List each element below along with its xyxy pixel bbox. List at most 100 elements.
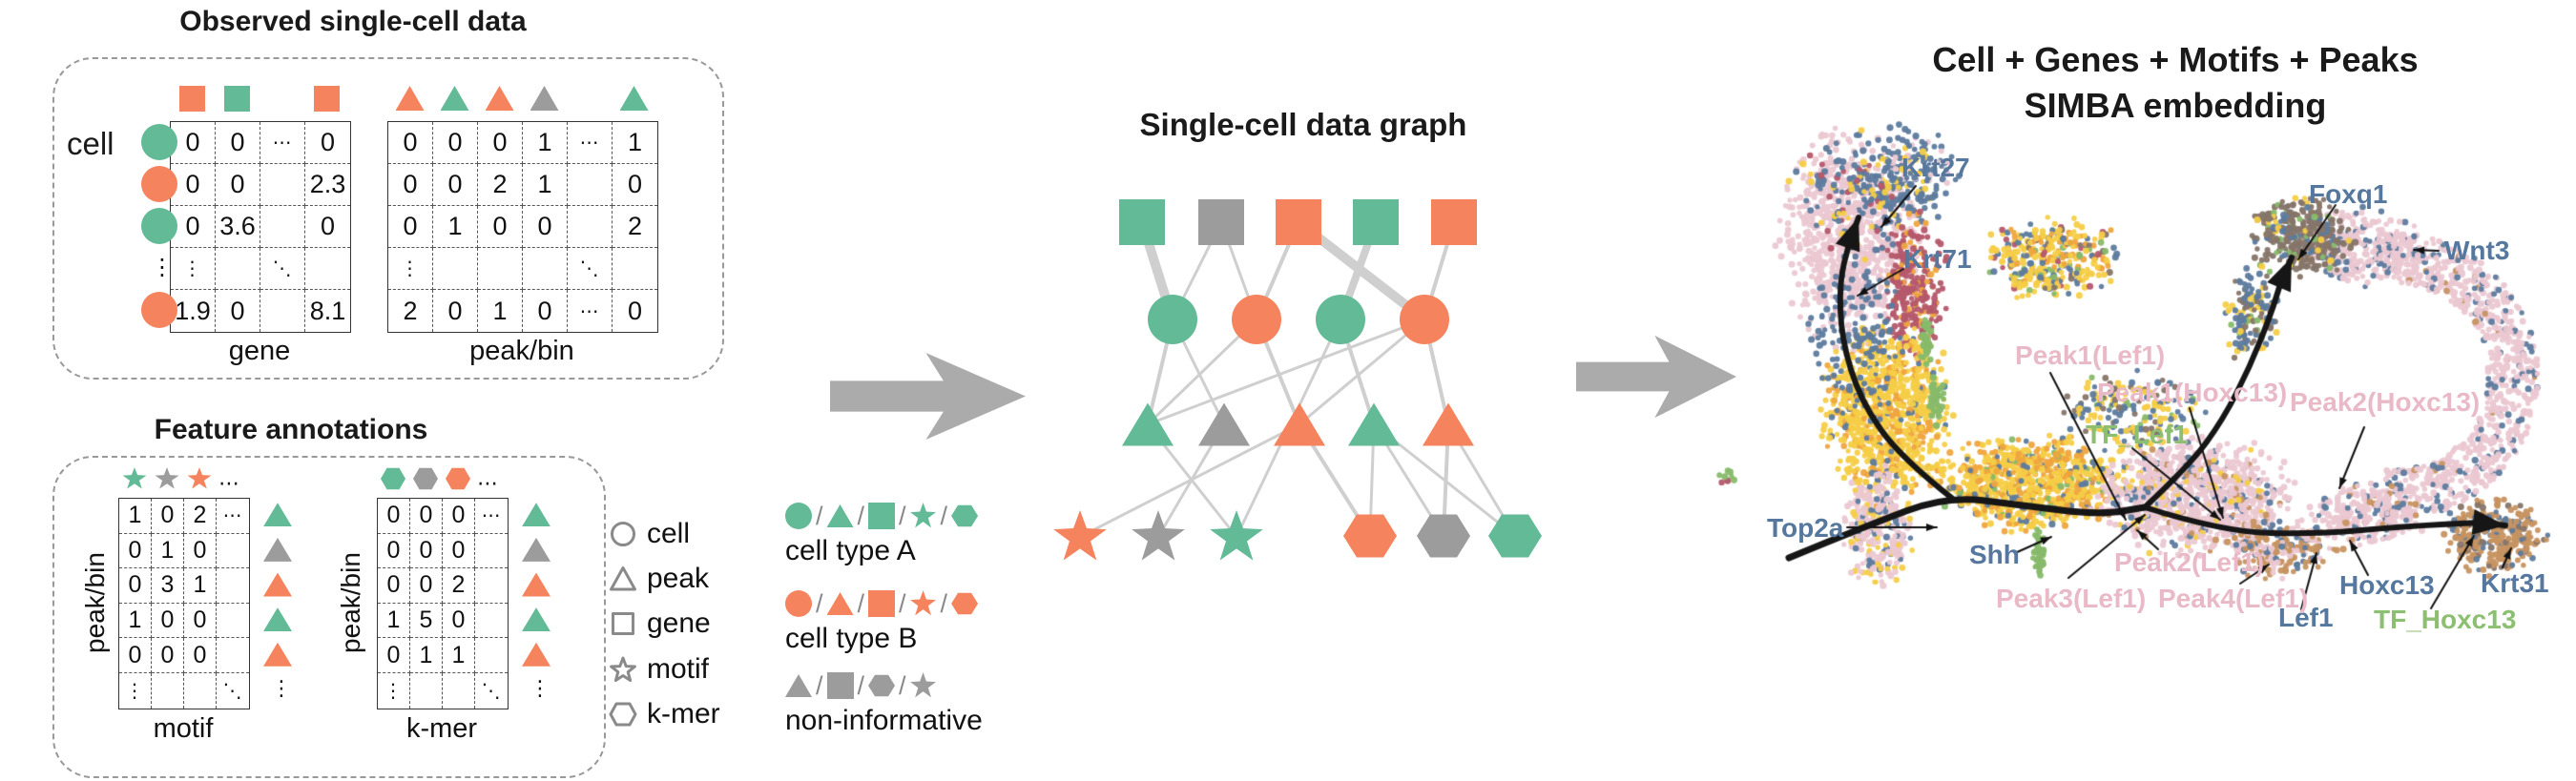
matrix-cell [523,248,568,290]
matrix-cell: 0 [152,638,184,673]
green-hexagon-icon [951,504,979,527]
shape-legend-item: k-mer [609,698,720,730]
cell-axis-label: cell [67,126,114,161]
embedding-label-shh: Shh [1969,540,2020,569]
graph-node-green-circle [1148,295,1197,344]
hdots-icon: ⋯ [477,471,498,495]
embedding-label-tf_lef1: TF_Lef1 [2086,420,2189,449]
matrix-cell: 1 [119,499,152,534]
matrix-cell [410,672,443,709]
graph-edge [1146,318,1426,426]
matrix-cell: 0 [443,533,475,569]
matrix-cell: 2 [184,499,217,534]
shape-legend-item: gene [609,607,711,640]
triangle-outline-icon [610,566,636,591]
peakbin-axis-label: peak/bin [469,336,574,366]
matrix-cell: ⋱ [222,680,243,702]
embedding-label-krt27: Krt27 [1901,153,1970,182]
matrix-cell: 0 [523,206,568,248]
matrix-cell: 0 [152,499,184,534]
hexagon-outline-icon [609,702,637,727]
matrix-cell: 0 [443,499,475,534]
gray-square-icon [826,672,854,699]
matrix-cell [217,604,249,639]
slash-separator: / [899,588,906,618]
matrix-cell [475,638,508,673]
matrix-cell: ⋱ [481,680,502,702]
green-circle-icon [141,124,177,160]
graph-node-green-circle [1316,295,1365,344]
slash-separator: / [816,670,823,700]
matrix-cell: 2.3 [305,164,350,206]
star-outline-icon [610,656,636,682]
matrix-cell: 0 [119,533,152,569]
embedding-label-hoxc13: Hoxc13 [2339,570,2435,600]
graph-node-orange-hexagon [1343,514,1397,558]
embedding-label-peak3(lef1): Peak3(Lef1) [1996,584,2147,613]
matrix-cell: 0 [523,290,568,332]
embedding-label-peak2(hoxc13): Peak2(Hoxc13) [2290,387,2481,417]
matrix-cell: 1 [119,603,152,639]
embedding-label-lef1: Lef1 [2278,603,2334,632]
matrix-cell: 0 [388,206,433,248]
matrix-cell: 0 [378,638,410,673]
slash-separator: / [940,501,948,530]
graph-edge [1298,318,1426,426]
orange-hexagon-icon [951,592,979,615]
matrix-cell: 0 [184,603,217,639]
flow-arrow-icon [1576,335,1736,419]
matrix-cell: 1 [152,533,184,569]
matrix-cell [433,248,478,290]
matrix-cell: 0 [119,638,152,673]
matrix-cell: 0 [171,206,216,248]
graph-node-orange-square [1431,199,1477,245]
embedding-label-peak1(hoxc13): Peak1(Hoxc13) [2097,378,2288,407]
matrix-cell [568,164,613,206]
matrix-cell: 0 [433,164,478,206]
matrix-cell: 0 [388,164,433,206]
graph-node-gray-hexagon [1417,514,1470,558]
matrix-cell: 3 [152,568,184,604]
matrix-cell [475,568,508,604]
matrix-cell: 8.1 [309,296,346,325]
matrix-cell: 2 [443,568,475,604]
gray-triangle-icon [785,674,812,697]
simba-embedding-scatter [1708,81,2576,701]
shape-legend-label: peak [647,563,710,595]
matrix-cell: 1.9 [171,290,216,332]
matrix-cell: ⋱ [568,248,613,290]
matrix-cell: 0 [305,122,350,164]
matrix-cell: ⋯ [217,499,249,534]
matrix-cell: 0 [433,122,478,164]
matrix-cell: 0 [184,638,217,673]
graph-node-orange-square [1276,199,1321,245]
graph-node-green-square [1353,199,1399,245]
matrix-cell: 1 [378,603,410,639]
matrix-cell [260,290,305,332]
green-square-icon [224,86,250,112]
slash-separator: / [857,588,865,618]
matrix-cell: ⋮ [378,672,410,709]
matrix-cell: 2 [478,164,523,206]
hdots-icon: ⋯ [218,471,239,495]
matrix-cell [216,248,260,290]
matrix-cell: 0 [152,603,184,639]
orange-circle-icon [141,292,177,328]
shape-legend-label: motif [647,652,710,685]
matrix-cell: 0 [378,568,410,604]
matrix-cell: 0 [119,568,152,604]
matrix-cell: 0 [410,499,443,534]
matrix-cell: 3.6 [216,206,260,248]
gray-hexagon-icon [413,467,438,490]
matrix-cell: 5 [410,603,443,639]
matrix-cell: 0 [410,533,443,569]
matrix-cell: ⋯ [475,499,508,534]
matrix-cell: ⋮ [119,672,152,709]
embedding-label-wnt3: Wnt3 [2444,236,2510,265]
matrix-cell: 2 [388,290,433,332]
embedding-label-peak2(lef1): Peak2(Lef1) [2114,547,2265,577]
circle-outline-icon [611,522,635,546]
